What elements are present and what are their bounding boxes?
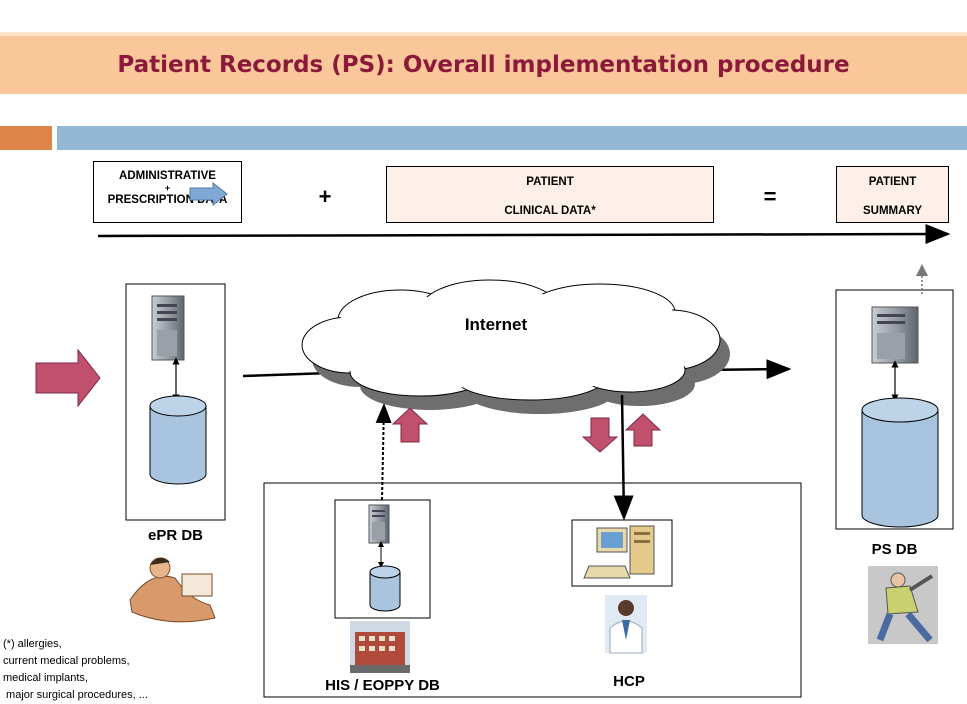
clinical-line2: CLINICAL DATA* bbox=[504, 205, 596, 217]
clinical-data-box: PATIENT CLINICAL DATA* bbox=[386, 166, 714, 223]
admin-prescription-box: ADMINISTRATIVE + PRESCRIPTION DATA bbox=[93, 161, 242, 223]
accent-bar-orange bbox=[0, 126, 52, 150]
database-cylinder-icon bbox=[369, 565, 401, 612]
doctor-icon bbox=[605, 595, 647, 654]
input-arrow-icon bbox=[35, 348, 101, 408]
page-title: Patient Records (PS): Overall implementa… bbox=[117, 52, 850, 78]
server-tower-icon bbox=[151, 295, 185, 361]
desktop-computer-icon bbox=[583, 525, 655, 579]
his-db-label: HIS / EOPPY DB bbox=[325, 677, 440, 694]
ps-db-label: PS DB bbox=[871, 541, 918, 558]
his-to-internet-arrow bbox=[375, 403, 392, 501]
server-tower-icon bbox=[871, 306, 919, 364]
database-cylinder-icon bbox=[861, 397, 939, 528]
blue-arrow-icon bbox=[189, 182, 228, 206]
footnote-line: (*) allergies, bbox=[3, 638, 62, 650]
internet-label: Internet bbox=[464, 315, 528, 334]
server-tower-icon bbox=[368, 504, 390, 544]
admin-plus: + bbox=[164, 183, 171, 193]
timeline-arrow bbox=[97, 224, 951, 245]
download-arrow-icon bbox=[581, 417, 619, 453]
admin-line1: ADMINISTRATIVE bbox=[119, 170, 216, 182]
summary-line1: PATIENT bbox=[868, 176, 917, 188]
summary-line2: SUMMARY bbox=[863, 205, 922, 217]
internet-to-hcp-arrow bbox=[613, 394, 634, 521]
office-worker-icon bbox=[129, 557, 216, 623]
plus-operator: + bbox=[318, 184, 332, 209]
upload-arrow-icon bbox=[624, 413, 662, 447]
title-band-highlight bbox=[0, 32, 967, 36]
database-cylinder-icon bbox=[149, 395, 207, 485]
hcp-label: HCP bbox=[613, 673, 645, 690]
elderly-patient-icon bbox=[868, 566, 938, 644]
footnote-line: current medical problems, bbox=[3, 655, 130, 667]
epr-to-internet-line bbox=[242, 371, 331, 378]
title-band bbox=[0, 36, 967, 94]
accent-bar-blue bbox=[57, 126, 967, 150]
equals-operator: = bbox=[763, 184, 777, 209]
internet-cloud bbox=[301, 279, 730, 414]
patient-summary-box: PATIENT SUMMARY bbox=[836, 166, 949, 223]
footnote-line: medical implants, bbox=[3, 672, 88, 684]
footnote-line: major surgical procedures, ... bbox=[3, 689, 148, 701]
local-systems-frame bbox=[263, 482, 802, 698]
clinical-line1: PATIENT bbox=[526, 176, 574, 188]
hospital-building-icon bbox=[350, 621, 410, 673]
footnote: (*) allergies, current medical problems,… bbox=[3, 636, 203, 704]
upload-arrow-icon bbox=[391, 407, 429, 443]
epr-db-label: ePR DB bbox=[147, 527, 203, 544]
